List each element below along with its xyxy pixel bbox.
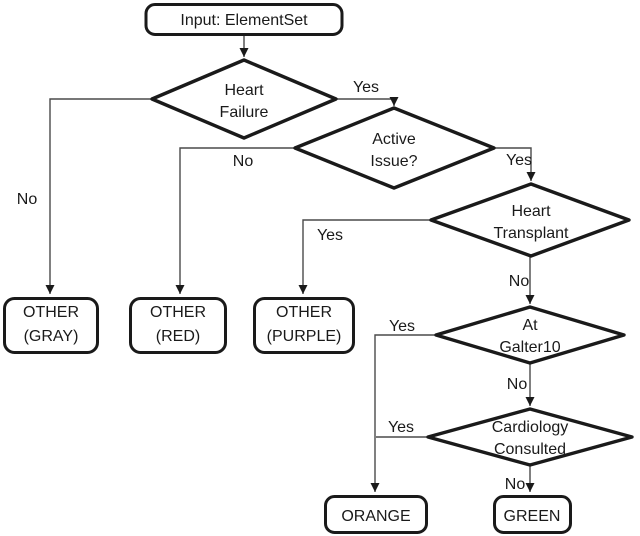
- node-other-purple-shape: [253, 297, 355, 354]
- edge-at-galter10-yes-to-orange: [370, 334, 436, 492]
- node-other-red-shape: [129, 297, 227, 354]
- node-other-red-label-line2: (RED): [156, 328, 200, 345]
- edge-label-active-issue-no: No: [233, 153, 254, 170]
- edge-label-heart-transplant-no: No: [509, 273, 530, 290]
- node-orange: ORANGE: [324, 495, 428, 534]
- node-other-purple-label-line2: (PURPLE): [267, 328, 342, 345]
- node-heart-failure-shape: [150, 58, 338, 140]
- node-other-gray-label-line1: OTHER: [23, 304, 79, 321]
- edge-heart-transplant-yes-to-other-purple: [298, 219, 431, 294]
- edge-label-heart-failure-yes: Yes: [353, 79, 379, 96]
- node-cardiology-consulted-shape: [426, 407, 634, 467]
- node-other-gray-label-line2: (GRAY): [24, 328, 79, 345]
- node-orange-shape: [324, 495, 428, 534]
- node-other-gray: OTHER (GRAY): [3, 297, 99, 354]
- node-cardiology-consulted: Cardiology Consulted: [426, 407, 634, 467]
- node-input-label: Input: ElementSet: [180, 12, 308, 29]
- node-other-purple-label-line1: OTHER: [276, 304, 332, 321]
- node-cardiology-consulted-label-line2: Consulted: [494, 441, 566, 458]
- node-cardiology-consulted-label-line1: Cardiology: [492, 419, 568, 436]
- edge-label-heart-failure-no: No: [17, 191, 38, 208]
- node-green-shape: [493, 495, 572, 534]
- node-active-issue: Active Issue?: [293, 106, 496, 190]
- node-active-issue-label-line1: Active: [372, 131, 416, 148]
- node-heart-failure: Heart Failure: [150, 58, 338, 140]
- edge-label-cardiology-yes: Yes: [388, 419, 414, 436]
- edge-active-issue-no-to-other-red: [175, 147, 295, 294]
- node-heart-transplant-label-line2: Transplant: [494, 225, 570, 242]
- edge-label-active-issue-yes: Yes: [506, 152, 532, 169]
- node-heart-failure-label-line1: Heart: [224, 82, 264, 99]
- node-green-label: GREEN: [504, 508, 561, 525]
- node-other-red: OTHER (RED): [129, 297, 227, 354]
- node-at-galter10-label-line1: At: [522, 317, 538, 334]
- node-at-galter10-label-line2: Galter10: [499, 339, 560, 356]
- node-input: Input: ElementSet: [144, 3, 344, 36]
- edge-label-heart-transplant-yes: Yes: [317, 227, 343, 244]
- node-input-shape: [144, 3, 344, 36]
- edge-active-issue-yes-to-heart-transplant: [494, 147, 536, 181]
- node-active-issue-label-line2: Issue?: [370, 153, 417, 170]
- edge-heart-failure-no-to-other-gray: [45, 98, 152, 294]
- node-green: GREEN: [493, 495, 572, 534]
- edge-label-at-galter10-no: No: [507, 376, 528, 393]
- node-heart-failure-label-line2: Failure: [220, 104, 269, 121]
- edge-label-at-galter10-yes: Yes: [389, 318, 415, 335]
- node-other-purple: OTHER (PURPLE): [253, 297, 355, 354]
- node-heart-transplant-shape: [429, 182, 631, 258]
- node-heart-transplant-label-line1: Heart: [511, 203, 551, 220]
- edge-heart-failure-yes-to-active-issue: [336, 96, 399, 106]
- node-heart-transplant: Heart Transplant: [429, 182, 631, 258]
- node-at-galter10: At Galter10: [434, 305, 626, 365]
- node-orange-label: ORANGE: [341, 508, 410, 525]
- node-at-galter10-shape: [434, 305, 626, 365]
- edge-label-cardiology-no: No: [505, 476, 526, 493]
- node-other-gray-shape: [3, 297, 99, 354]
- node-active-issue-shape: [293, 106, 496, 190]
- node-other-red-label-line1: OTHER: [150, 304, 206, 321]
